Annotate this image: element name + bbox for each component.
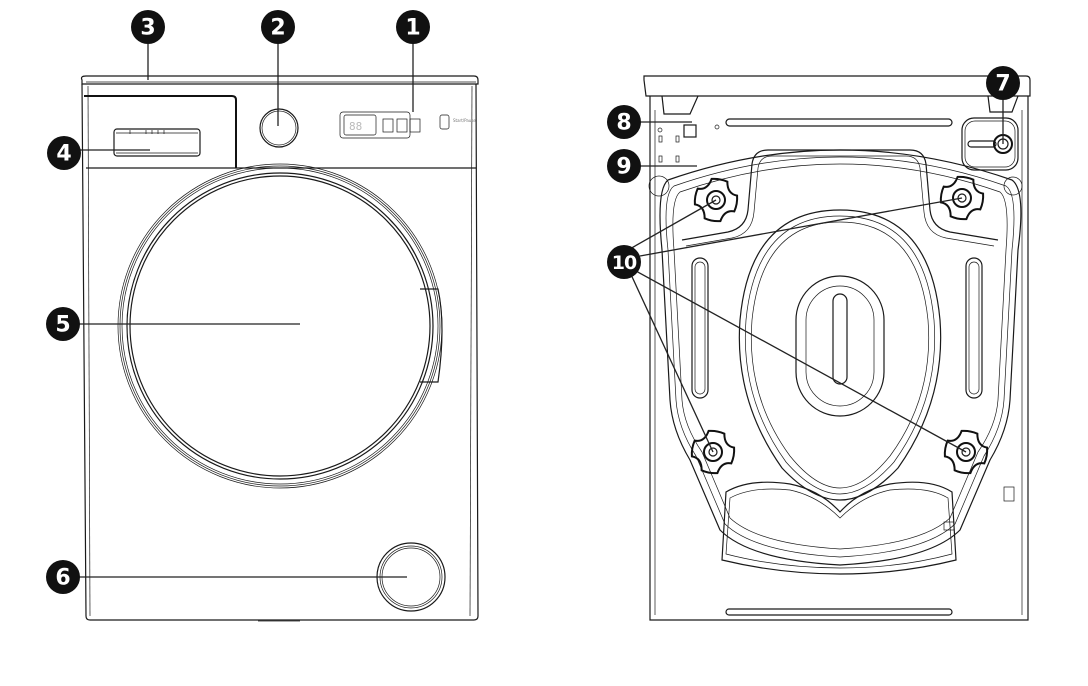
- callout-8-number: 8: [616, 111, 631, 136]
- back-top-cover: [643, 75, 1031, 97]
- callout-3-number: 3: [140, 16, 155, 41]
- cabinet-outline: [81, 83, 479, 621]
- callout-10: 10: [607, 245, 641, 279]
- callout-3: 3: [131, 10, 165, 44]
- callout-2-number: 2: [270, 16, 285, 41]
- callout-2: 2: [261, 10, 295, 44]
- drawer-panel: [84, 95, 237, 168]
- callout-1: 1: [396, 10, 430, 44]
- start-pause-button[interactable]: [439, 114, 450, 130]
- callout-7-number: 7: [995, 72, 1010, 97]
- callout-1-number: 1: [405, 16, 420, 41]
- control-button-2[interactable]: [396, 118, 408, 133]
- leader-lines: [76, 30, 1004, 578]
- transport-bolt-bottom-left: [690, 429, 736, 475]
- detergent-drawer[interactable]: [113, 128, 201, 157]
- callout-6-number: 6: [55, 566, 70, 591]
- drain-hose-clip: [657, 124, 697, 163]
- control-button-3[interactable]: [409, 118, 421, 133]
- callout-9: 9: [607, 149, 641, 183]
- back-cabinet-outline: [649, 96, 1029, 621]
- callout-9-number: 9: [616, 155, 631, 180]
- back-view: [643, 75, 1031, 621]
- transport-bolt-bottom-right: [943, 429, 989, 475]
- door[interactable]: [117, 163, 443, 489]
- callout-4: 4: [47, 136, 81, 170]
- display-digits: 88: [349, 120, 362, 133]
- start-pause-label: Start/Pause: [453, 118, 476, 123]
- callout-8: 8: [607, 105, 641, 139]
- transport-bolt-top-left: [693, 177, 739, 223]
- callout-6: 6: [46, 560, 80, 594]
- callout-10-number: 10: [612, 252, 637, 274]
- callout-4-number: 4: [56, 142, 71, 167]
- program-knob[interactable]: [259, 108, 299, 148]
- callout-5: 5: [46, 307, 80, 341]
- water-inlet-valve: [961, 117, 1019, 171]
- front-view: 88 Start/Pause: [80, 75, 479, 622]
- transport-bolt-top-right: [939, 175, 985, 221]
- top-cover: [80, 75, 479, 85]
- door-handle[interactable]: [420, 288, 443, 383]
- control-panel: 88 Start/Pause: [339, 111, 476, 139]
- control-button-1[interactable]: [382, 118, 394, 133]
- callout-5-number: 5: [55, 313, 70, 338]
- callout-7: 7: [986, 66, 1020, 100]
